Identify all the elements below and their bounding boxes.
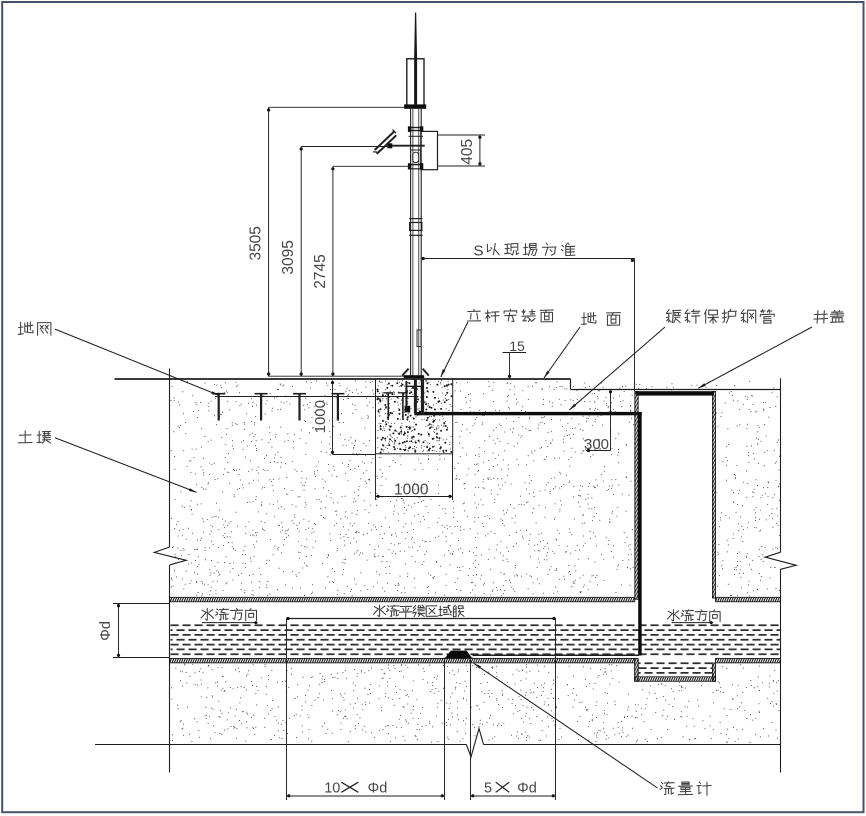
svg-text:10: 10	[324, 780, 340, 796]
svg-text:Φd: Φd	[98, 621, 114, 641]
svg-text:3095: 3095	[280, 240, 297, 274]
svg-text:1000: 1000	[394, 482, 429, 499]
svg-text:2745: 2745	[312, 254, 329, 288]
svg-text:5: 5	[484, 780, 492, 796]
svg-text:1000: 1000	[312, 400, 329, 433]
svg-text:S: S	[473, 243, 483, 260]
svg-text:Φd: Φd	[517, 781, 537, 797]
svg-text:Φd: Φd	[368, 781, 388, 797]
svg-text:15: 15	[509, 338, 525, 354]
svg-text:405: 405	[459, 139, 476, 165]
svg-text:300: 300	[584, 436, 609, 453]
svg-text:3505: 3505	[248, 226, 265, 260]
